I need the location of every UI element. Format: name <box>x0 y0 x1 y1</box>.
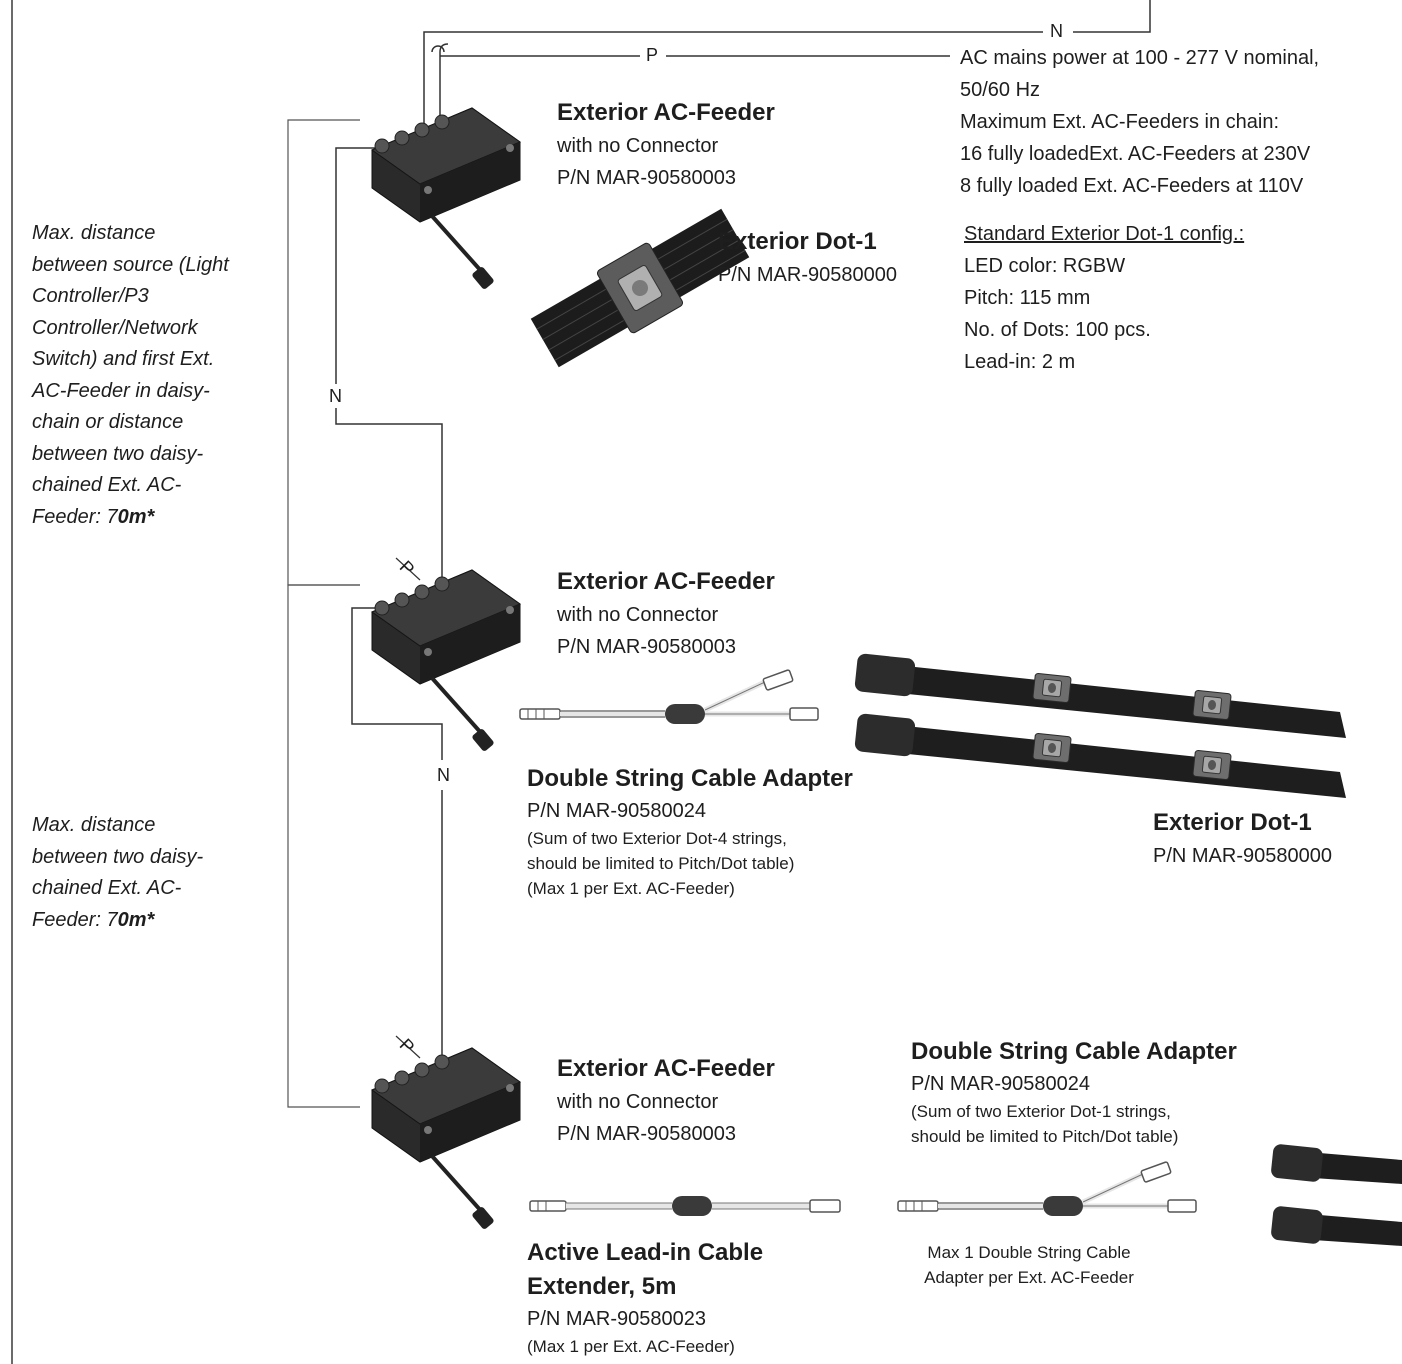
n-wire-1 <box>335 147 380 384</box>
adapter-bottom-title: Double String Cable Adapter <box>911 1038 1237 1065</box>
feeder-3-pn: P/N MAR-90580003 <box>557 1123 736 1145</box>
dot-top-image <box>530 208 750 368</box>
standard-config: Standard Exterior Dot-1 config.: LED col… <box>964 218 1244 378</box>
adapter-mid-image <box>520 670 818 724</box>
mains-line: 8 fully loaded Ext. AC-Feeders at 110V <box>960 175 1304 197</box>
n-wire-2 <box>351 607 443 760</box>
adapter-bottom-note: (Sum of two Exterior Dot-1 strings, <box>911 1102 1171 1121</box>
max-adapter-line: Max 1 Double String Cable <box>927 1243 1131 1262</box>
adapter-mid-label: Double String Cable Adapter P/N MAR-9058… <box>527 762 853 901</box>
adapter-mid-title: Double String Cable Adapter <box>527 765 853 792</box>
feeder-1-title: Exterior AC-Feeder <box>557 99 775 126</box>
dot-right-pn: P/N MAR-90580000 <box>1153 845 1332 867</box>
feeder-1-pn: P/N MAR-90580003 <box>557 167 736 189</box>
extender-image <box>530 1196 840 1216</box>
feeder-2-title: Exterior AC-Feeder <box>557 568 775 595</box>
adapter-bottom-note: should be limited to Pitch/Dot table) <box>911 1127 1179 1146</box>
distance-note-1: Max. distance between source (Light Cont… <box>32 218 229 533</box>
note-line: Max. distance <box>32 814 156 836</box>
config-line: Pitch: 115 mm <box>964 287 1091 309</box>
dot-right-label: Exterior Dot-1 P/N MAR-90580000 <box>1153 806 1332 872</box>
mains-line: AC mains power at 100 - 277 V nominal, <box>960 47 1320 69</box>
feeder-3-subtitle: with no Connector <box>557 1091 719 1113</box>
n-wire-top <box>423 31 1043 130</box>
adapter-bottom-image <box>898 1162 1196 1216</box>
standard-config-heading: Standard Exterior Dot-1 config.: <box>964 223 1245 245</box>
config-line: LED color: RGBW <box>964 255 1126 277</box>
note-line: Max. distance <box>32 222 156 244</box>
dot-top-title: Exterior Dot-1 <box>718 228 877 255</box>
wire-label-n-lower: N <box>436 765 451 785</box>
extender-title: Active Lead-in Cable <box>527 1239 764 1266</box>
adapter-mid-pn: P/N MAR-90580024 <box>527 800 706 822</box>
note-line: Controller/P3 <box>32 285 149 307</box>
adapter-mid-note: (Max 1 per Ext. AC-Feeder) <box>527 879 735 898</box>
feeder-2-image <box>370 568 522 755</box>
note-line: AC-Feeder in daisy- <box>32 379 210 402</box>
feeder-3-title: Exterior AC-Feeder <box>557 1055 775 1082</box>
adapter-mid-note: (Sum of two Exterior Dot-4 strings, <box>527 829 787 848</box>
distance-bracket-2 <box>287 584 360 1108</box>
adapter-bottom-pn: P/N MAR-90580024 <box>911 1073 1090 1095</box>
dot-strings-bottom <box>1271 1144 1402 1246</box>
feeder-3-label: Exterior AC-Feeder with no Connector P/N… <box>557 1052 775 1150</box>
adapter-bottom-label: Double String Cable Adapter P/N MAR-9058… <box>911 1035 1237 1149</box>
config-line: No. of Dots: 100 pcs. <box>964 319 1151 341</box>
note-line: between two daisy- <box>32 845 204 868</box>
wire-label-n-mid: N <box>328 386 343 406</box>
wire-label-p-top: P <box>645 45 660 65</box>
feeder-2-label: Exterior AC-Feeder with no Connector P/N… <box>557 565 775 663</box>
adapter-mid-note: should be limited to Pitch/Dot table) <box>527 854 795 873</box>
extender-label: Active Lead-in Cable Extender, 5m P/N MA… <box>527 1236 763 1359</box>
dot-right-title: Exterior Dot-1 <box>1153 809 1312 836</box>
dot-top-label: Exterior Dot-1 P/N MAR-90580000 <box>718 225 897 291</box>
note-line: Controller/Network <box>32 316 198 339</box>
mains-line: Maximum Ext. AC-Feeders in chain: <box>960 111 1279 133</box>
mains-line: 16 fully loadedExt. AC-Feeders at 230V <box>960 143 1311 165</box>
wire-label-n-top: N <box>1049 21 1064 41</box>
note-line: chained Ext. AC- <box>32 877 182 899</box>
max-adapter-line: Adapter per Ext. AC-Feeder <box>924 1268 1134 1287</box>
note-line: Switch) and first Ext. <box>32 348 215 370</box>
max-adapter-note: Max 1 Double String Cable Adapter per Ex… <box>923 1240 1135 1290</box>
extender-note: (Max 1 per Ext. AC-Feeder) <box>527 1337 735 1356</box>
mains-line: 50/60 Hz <box>960 79 1041 101</box>
note-line: between source (Light <box>32 253 229 276</box>
feeder-1-label: Exterior AC-Feeder with no Connector P/N… <box>557 96 775 194</box>
note-line: chained Ext. AC- <box>32 474 182 496</box>
distance-bracket-1 <box>287 119 360 586</box>
note-last-line: Feeder: 70m* <box>32 505 155 528</box>
extender-pn: P/N MAR-90580023 <box>527 1308 706 1330</box>
note-last-line: Feeder: 70m* <box>32 908 155 931</box>
note-line: chain or distance <box>32 411 184 433</box>
note-line: between two daisy- <box>32 442 204 465</box>
feeder-2-subtitle: with no Connector <box>557 604 719 626</box>
feeder-2-pn: P/N MAR-90580003 <box>557 636 736 658</box>
config-line: Lead-in: 2 m <box>964 351 1076 373</box>
mains-spec: AC mains power at 100 - 277 V nominal, 5… <box>960 42 1319 202</box>
extender-title: Extender, 5m <box>527 1273 677 1300</box>
dot-strings-mid <box>854 653 1346 798</box>
distance-note-2: Max. distance between two daisy- chained… <box>32 810 203 936</box>
feeder-1-image <box>370 106 522 293</box>
feeder-1-subtitle: with no Connector <box>557 135 719 157</box>
feeder-3-image <box>370 1046 522 1233</box>
dot-top-pn: P/N MAR-90580000 <box>718 264 897 286</box>
